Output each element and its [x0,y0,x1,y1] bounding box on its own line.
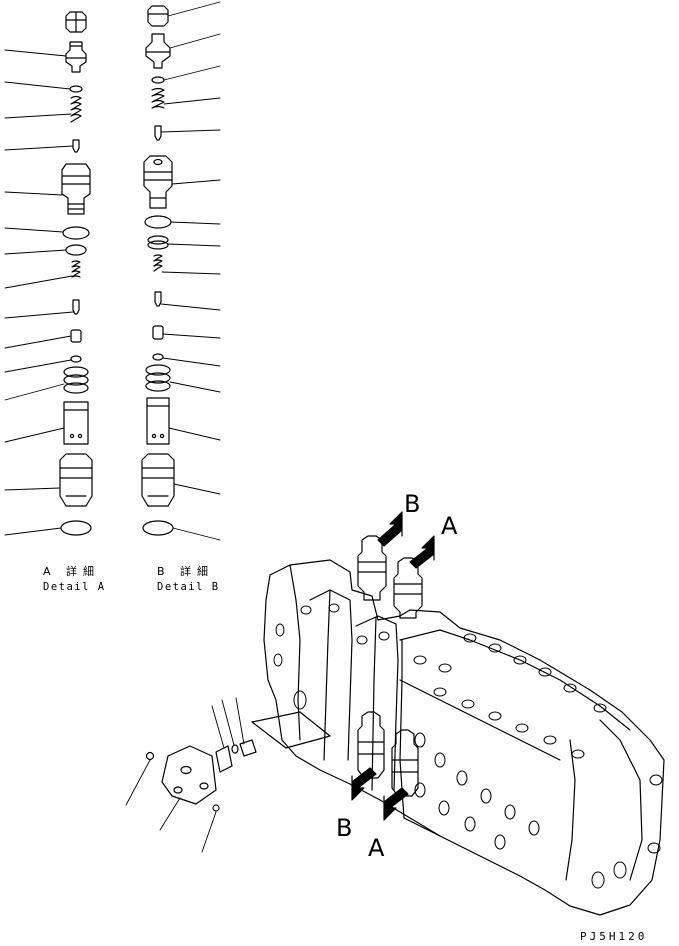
detail-b-exploded-view [141,5,175,536]
arrow-icon [383,787,409,821]
arrow-icon [351,767,377,801]
sleeve-icon [61,163,91,215]
detail-b-leader-lines [160,1,221,541]
cap-nut-icon [65,11,87,33]
flange-block [161,745,217,805]
small-o-ring-icon [70,355,82,363]
detail-a-exploded-view [59,11,93,536]
detail-b-label-en: Detail B [157,581,220,593]
small-o-ring-icon [69,85,83,93]
relief-valve-lower-a [391,729,419,797]
body-nut-icon [59,453,93,507]
adjust-screw-icon [65,41,87,73]
spring-icon [151,87,165,109]
piston-icon [154,291,162,307]
arrow-icon [377,511,403,547]
spring-seat-icon [145,364,171,392]
large-o-ring-icon [142,520,174,536]
adjust-screw-icon [145,33,171,69]
relief-valve-upper-b [357,535,387,601]
arrow-icon [409,535,435,569]
small-o-ring-icon [151,76,165,84]
callout-lower-b: B [336,814,353,842]
large-o-ring-icon [60,520,92,536]
callout-lower-a: A [368,834,385,862]
spring-icon [71,260,81,278]
spring-seat-icon [63,366,89,394]
detail-a-label-jp: A 詳細 [43,565,101,578]
seat-icon [152,325,164,340]
backup-ring-icon [147,235,169,250]
poppet-icon [72,139,80,153]
piston-icon [72,299,80,315]
body-nut-icon [141,453,175,507]
plug-icon [63,401,89,445]
spring-icon [153,254,163,272]
drawing-code: PJ5H120 [580,930,648,943]
detail-a-leader-lines [4,49,74,536]
bolt-holes [273,603,663,889]
sleeve-icon [143,155,173,209]
control-valve-assembly [251,559,665,916]
small-o-ring-icon [152,353,164,361]
seat-icon [70,329,82,343]
callout-upper-b: B [404,490,421,518]
o-ring-icon [144,215,172,229]
spring-icon [70,95,82,123]
detail-b-label-jp: B 詳細 [157,565,215,578]
poppet-icon [154,125,162,141]
assembly-leader-lines [125,697,245,853]
backup-ring-icon [65,244,87,256]
callout-arrows [351,511,435,821]
o-ring-icon [62,226,90,240]
cap-nut-icon [147,5,169,27]
relief-valve-lower-b [357,711,385,779]
plug-icon [146,397,170,445]
callout-upper-a: A [441,512,458,540]
detail-a-label-en: Detail A [43,581,106,593]
